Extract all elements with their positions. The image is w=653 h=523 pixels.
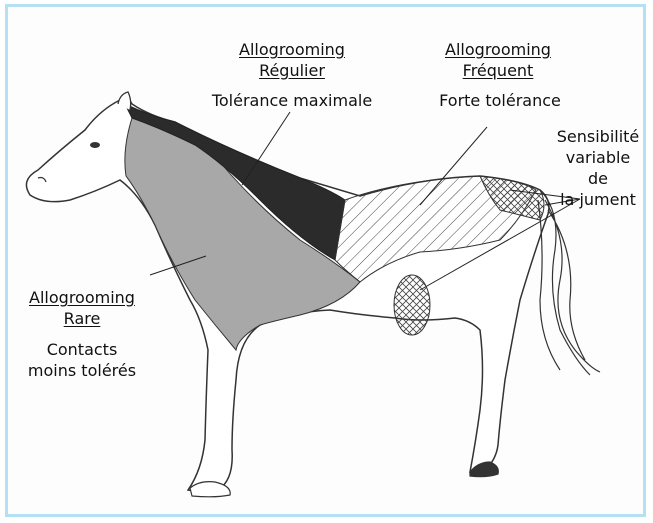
label-rare-heading1: Allogrooming <box>12 287 152 308</box>
label-regulier-heading1: Allogrooming <box>222 39 362 60</box>
zone-flank-variable <box>394 275 430 335</box>
label-frequent-desc: Forte tolérance <box>430 90 570 111</box>
label-variable-line4: la jument <box>548 189 648 210</box>
label-rare-desc1: Contacts <box>12 339 152 360</box>
label-frequent-heading2: Fréquent <box>428 60 568 81</box>
label-rare-desc: Contacts moins tolérés <box>12 339 152 381</box>
label-variable-line3: de <box>548 168 648 189</box>
label-regulier-heading2: Régulier <box>222 60 362 81</box>
label-regulier: Allogrooming Régulier <box>222 39 362 81</box>
label-variable: Sensibilité variable de la jument <box>548 126 648 210</box>
label-rare: Allogrooming Rare <box>12 287 152 329</box>
horse-eye <box>90 142 100 148</box>
label-rare-desc2: moins tolérés <box>12 360 152 381</box>
label-variable-line2: variable <box>548 147 648 168</box>
label-variable-line1: Sensibilité <box>548 126 648 147</box>
label-frequent-heading1: Allogrooming <box>428 39 568 60</box>
label-regulier-desc: Tolérance maximale <box>194 90 390 111</box>
label-rare-heading2: Rare <box>12 308 152 329</box>
label-frequent: Allogrooming Fréquent <box>428 39 568 81</box>
